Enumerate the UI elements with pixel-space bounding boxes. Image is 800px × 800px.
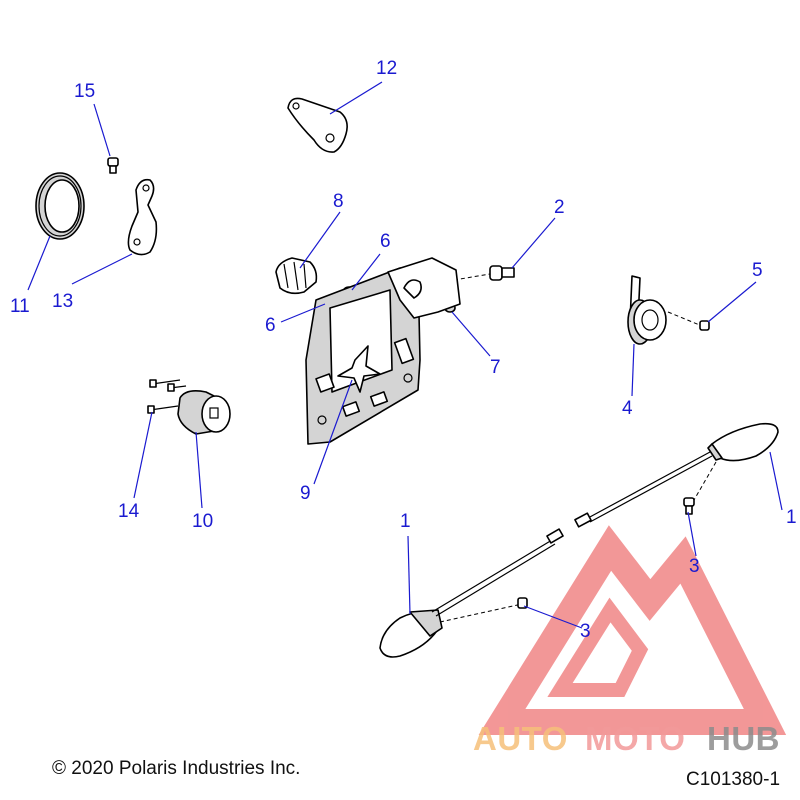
watermark-auto: AUTO	[473, 720, 568, 757]
part-4-horn	[627, 275, 667, 345]
watermark-moto: MOTO	[585, 720, 686, 757]
part-11-bezel-ring	[35, 172, 85, 240]
callout-9: 9	[300, 483, 311, 504]
callout-13: 13	[52, 291, 74, 312]
part-8-clamp	[275, 257, 318, 295]
callout-12: 12	[376, 58, 398, 79]
callout-14: 14	[118, 501, 140, 522]
watermark-hub: HUB	[707, 720, 780, 757]
callout-2: 2	[554, 197, 565, 218]
watermark-text: AUTO MOTO HUB	[473, 722, 795, 758]
callout-4: 4	[622, 398, 633, 419]
callout-3-left: 3	[580, 621, 591, 642]
part-12-mounting-plate	[287, 97, 348, 153]
callout-6-upper: 6	[380, 231, 391, 252]
watermark-logo-icon	[478, 525, 787, 735]
callout-1-right: 1	[786, 507, 797, 528]
part-5-screw	[667, 311, 710, 331]
part-3-screw-left	[439, 597, 528, 623]
part-1-turn-signal-left	[379, 528, 564, 658]
callout-15: 15	[74, 81, 96, 102]
part-14-screw-b	[167, 383, 187, 392]
part-3-screw-right	[683, 461, 717, 515]
drawing-id: C101380-1	[686, 769, 781, 790]
callout-6-lower: 6	[265, 315, 276, 336]
callout-7: 7	[490, 357, 501, 378]
callout-11: 11	[10, 296, 30, 317]
part-2-bolt	[453, 265, 515, 281]
part-13-bracket	[127, 178, 158, 256]
part-9-license-bracket	[305, 257, 461, 445]
part-15-bolt	[107, 157, 119, 174]
callout-8: 8	[333, 191, 344, 212]
part-14-screw-a	[149, 379, 181, 388]
part-14-screw-c	[147, 405, 179, 414]
callout-10: 10	[192, 511, 214, 532]
part-1-turn-signal-right	[574, 422, 779, 528]
copyright-text: © 2020 Polaris Industries Inc.	[52, 758, 301, 779]
callout-5: 5	[752, 260, 763, 281]
part-10-plate-lamp	[177, 390, 231, 435]
callout-3-right: 3	[689, 556, 700, 577]
callout-1-left: 1	[400, 511, 411, 532]
leader-lines	[27, 81, 783, 629]
